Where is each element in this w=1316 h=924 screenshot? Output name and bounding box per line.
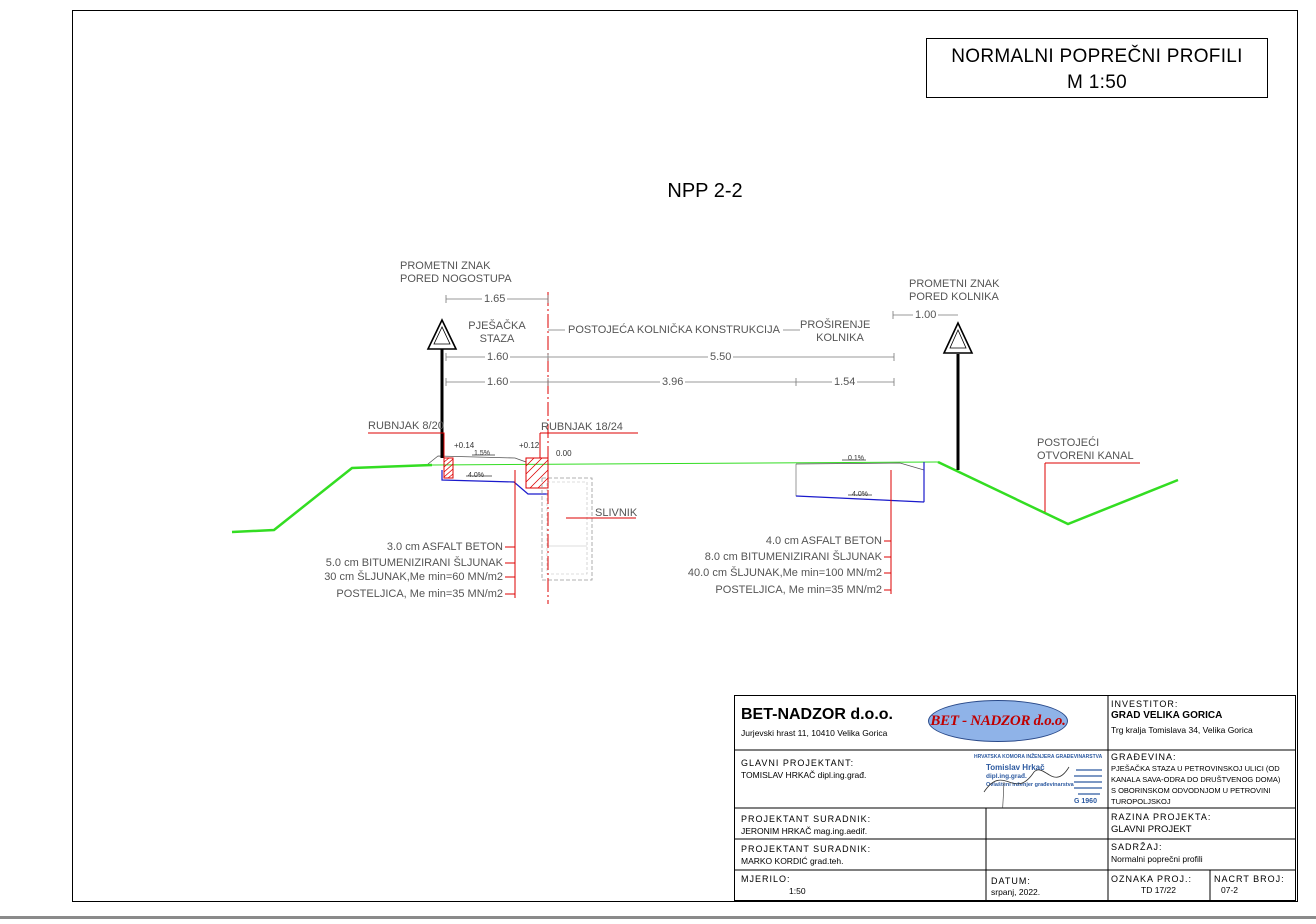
- title-block: BET-NADZOR d.o.o. Jurjevski hrast 11, 10…: [734, 695, 1296, 901]
- terrain-right: [937, 460, 1179, 526]
- curb-left-label: RUBNJAK 8/20: [368, 420, 444, 432]
- pedestrian-label-1: PJEŠAČKA: [468, 320, 526, 332]
- stamp-emblem: [983, 766, 1102, 808]
- scale-value: 1:50: [789, 886, 806, 896]
- date-caption: DATUM:: [991, 876, 1031, 886]
- terrain-road: [431, 461, 939, 466]
- date-value: srpanj, 2022.: [991, 887, 1041, 897]
- dim-160-bottom: 1.60: [485, 376, 511, 389]
- dim-165: 1.65: [482, 293, 508, 306]
- curb-right-label: RUBNJAK 18/24: [541, 421, 623, 433]
- engineer-stamp: HRVATSKA KOMORA INŽENJERA GRAĐEVINARSTVA…: [974, 752, 1106, 808]
- drain-label: SLIVNIK: [595, 507, 638, 519]
- dim-550: 5.50: [708, 351, 734, 364]
- sidewalk-surface: [427, 455, 527, 465]
- investor-caption: INVESTITOR:: [1111, 699, 1179, 709]
- building-line-4: TUROPOLJSKOJ: [1111, 797, 1171, 806]
- existing-road-label: POSTOJEĆA KOLNIČKA KONSTRUKCIJA: [565, 324, 783, 337]
- layer-right-3: 40.0 cm ŠLJUNAK,Me min=100 MN/m2: [687, 567, 882, 579]
- leader-curb-left: [368, 432, 445, 458]
- elevation-mid: +0.12: [519, 441, 540, 450]
- pedestrian-label-2: STAZA: [479, 333, 515, 345]
- drawing-title: NORMALNI POPREČNI PROFILI: [951, 46, 1243, 67]
- dim-160-top: 1.60: [485, 351, 511, 364]
- layer-left-3: 30 cm ŠLJUNAK,Me min=60 MN/m2: [324, 571, 503, 583]
- project-code-value: TD 17/22: [1141, 885, 1176, 895]
- widening-label-2: KOLNIKA: [816, 332, 864, 344]
- scale-caption: MJERILO:: [741, 874, 791, 884]
- dim-396: 3.96: [660, 376, 686, 389]
- dim-154: 1.54: [832, 376, 858, 389]
- building-line-1: PJEŠAČKA STAZA U PETROVINSKOJ ULICI (OD: [1111, 764, 1280, 773]
- associate1-caption: PROJEKTANT SURADNIK:: [741, 814, 872, 824]
- elevation-axis: 0.00: [556, 449, 572, 458]
- associate2-caption: PROJEKTANT SURADNIK:: [741, 844, 872, 854]
- chief-designer-name: TOMISLAV HRKAČ dipl.ing.građ.: [741, 770, 867, 780]
- title-block-grid: [734, 695, 1296, 901]
- layer-left-2: 5.0 cm BITUMENIZIRANI ŠLJUNAK: [325, 557, 503, 569]
- layer-right-1: 4.0 cm ASFALT BETON: [765, 535, 882, 547]
- drain-outline: [541, 477, 593, 581]
- slope-road-base: 4.0%: [852, 491, 868, 498]
- canal-label-1: POSTOJEĆI: [1037, 437, 1100, 449]
- building-line-3: S OBORINSKOM ODVODNJOM U PETROVINI: [1111, 786, 1271, 795]
- investor-name: GRAD VELIKA GORICA: [1111, 710, 1223, 721]
- investor-address: Trg kralja Tomislava 34, Velika Gorica: [1111, 725, 1253, 735]
- layer-right-4: POSTELJICA, Me min=35 MN/m2: [715, 584, 882, 596]
- terrain-left: [231, 463, 433, 534]
- drawing-sheet-frame: [72, 10, 1298, 902]
- associate2-name: MARKO KORDIĆ grad.teh.: [741, 856, 844, 866]
- sign-left-label-1: PROMETNI ZNAK: [400, 260, 491, 272]
- dim-100: 1.00: [913, 309, 939, 322]
- drawing-number-caption: NACRT BROJ:: [1214, 874, 1285, 884]
- building-description: PJEŠAČKA STAZA U PETROVINSKOJ ULICI (OD …: [1111, 763, 1280, 807]
- level-value: GLAVNI PROJEKT: [1111, 824, 1192, 835]
- sidewalk-layer-bottom: [441, 470, 548, 495]
- company-logo: BET - NADZOR d.o.o.: [928, 700, 1068, 742]
- widening-surface: [795, 462, 925, 471]
- drawing-title-box: NORMALNI POPREČNI PROFILI M 1:50: [926, 38, 1268, 98]
- section-title: NPP 2-2: [667, 180, 743, 202]
- widening-label-1: PROŠIRENJE: [800, 319, 871, 331]
- building-line-2: KANALA SAVA-ODRA DO DRUŠTVENOG DOMA): [1111, 775, 1281, 784]
- canal-label-2: OTVORENI KANAL: [1037, 450, 1134, 462]
- slope-sidewalk-base: 4.0%: [468, 472, 484, 479]
- sign-right-triangle: [942, 321, 974, 354]
- associate1-name: JERONIM HRKAČ mag.ing.aedif.: [741, 826, 868, 836]
- building-caption: GRAĐEVINA:: [1111, 752, 1177, 762]
- sign-left-triangle: [426, 318, 458, 350]
- layer-left-1: 3.0 cm ASFALT BETON: [386, 541, 503, 553]
- bottom-rule: [0, 916, 1316, 919]
- drawing-number-value: 07-2: [1221, 885, 1239, 895]
- project-code-caption: OZNAKA PROJ.:: [1111, 874, 1193, 884]
- content-caption: SADRŽAJ:: [1111, 842, 1163, 852]
- sign-left-label-2: PORED NOGOSTUPA: [400, 273, 512, 285]
- elevation-left: +0.14: [454, 441, 475, 450]
- slope-sidewalk: 1.5%: [474, 450, 490, 457]
- slope-road: 0.1%: [848, 455, 864, 462]
- signature: [983, 766, 1070, 793]
- content-value: Normalni poprečni profili: [1111, 854, 1203, 864]
- sign-right-label-2: PORED KOLNIKA: [909, 291, 999, 303]
- layer-right-2: 8.0 cm BITUMENIZIRANI ŠLJUNAK: [704, 551, 882, 563]
- drawing-scale: M 1:50: [1067, 72, 1127, 93]
- sign-right-label-1: PROMETNI ZNAK: [909, 278, 1000, 290]
- company-name: BET-NADZOR d.o.o.: [741, 706, 893, 723]
- chief-designer-caption: GLAVNI PROJEKTANT:: [741, 758, 855, 768]
- layer-left-4: POSTELJICA, Me min=35 MN/m2: [336, 588, 503, 600]
- company-address: Jurjevski hrast 11, 10410 Velika Gorica: [741, 728, 888, 738]
- level-caption: RAZINA PROJEKTA:: [1111, 812, 1212, 822]
